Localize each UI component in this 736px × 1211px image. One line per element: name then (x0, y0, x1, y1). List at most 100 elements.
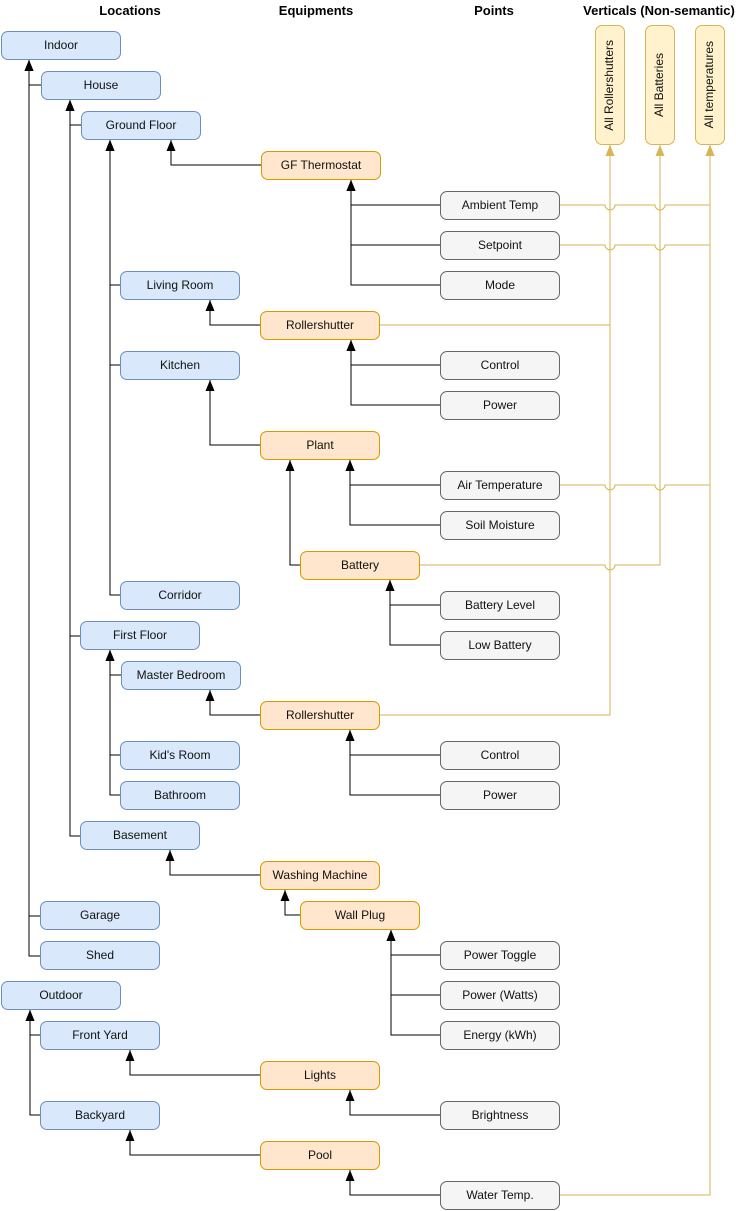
column-header-locations: Locations (99, 3, 161, 18)
column-header-equipments: Equipments (278, 3, 354, 18)
node-power-watts: Power (Watts) (440, 981, 560, 1010)
node-label: Kid's Room (149, 747, 211, 762)
edge-brightness--lights (345, 1090, 440, 1116)
node-label: All Rollershutters (602, 39, 617, 131)
node-label: House (83, 77, 119, 92)
node-label: Master Bedroom (136, 667, 226, 682)
edge-battery--all-batteries (420, 145, 665, 571)
edge-wall-plug--washing-machine (280, 890, 300, 916)
node-label: Plant (306, 437, 334, 452)
node-wall-plug: Wall Plug (300, 901, 420, 930)
arrowhead (705, 145, 715, 156)
node-kitchen: Kitchen (120, 351, 240, 380)
column-header-verticals: Verticals (Non-semantic) (583, 3, 735, 18)
arrowhead (385, 580, 395, 591)
node-backyard: Backyard (40, 1101, 160, 1130)
node-label: Power (482, 787, 517, 802)
arrowhead (24, 60, 34, 71)
node-battery: Battery (300, 551, 420, 580)
node-label: Water Temp. (466, 1187, 534, 1202)
arrowhead (205, 380, 215, 391)
edge-rollershutter-ff--all-rollershutters (380, 145, 615, 716)
arrowhead (605, 145, 615, 156)
node-bathroom: Bathroom (120, 781, 240, 810)
edge-low-battery--battery (385, 580, 440, 646)
node-rollershutter-ff: Rollershutter (260, 701, 380, 730)
node-all-rollershutters: All Rollershutters (595, 25, 625, 145)
column-header-points: Points (474, 3, 514, 18)
node-living-room: Living Room (120, 271, 240, 300)
node-label: Power (Watts) (462, 987, 538, 1002)
node-label: Wall Plug (334, 907, 386, 922)
node-first-floor: First Floor (80, 621, 200, 650)
node-label: GF Thermostat (280, 157, 362, 172)
arrowhead (280, 890, 290, 901)
edge-pool--backyard (125, 1130, 260, 1156)
node-pool: Pool (260, 1141, 380, 1170)
arrowhead (655, 145, 665, 156)
edge-living-room--ground-floor (105, 140, 120, 286)
edge-water-temp--pool (345, 1170, 440, 1196)
arrowhead (125, 1050, 135, 1061)
node-label: Ground Floor (105, 117, 177, 132)
node-label: Control (480, 357, 520, 372)
node-label: Washing Machine (272, 867, 368, 882)
node-label: Air Temperature (457, 477, 543, 492)
node-kids-room: Kid's Room (120, 741, 240, 770)
node-label: Outdoor (39, 987, 83, 1002)
node-outdoor: Outdoor (1, 981, 121, 1010)
node-gf-thermostat: GF Thermostat (261, 151, 381, 180)
node-label: Soil Moisture (465, 517, 535, 532)
node-label: Brightness (471, 1107, 529, 1122)
edge-control-gf--rollershutter-gf (346, 340, 440, 366)
node-label: All temperatures (702, 41, 717, 129)
arrowhead (65, 100, 75, 111)
node-master-bedroom: Master Bedroom (121, 661, 241, 690)
node-power-toggle: Power Toggle (440, 941, 560, 970)
edge-power-toggle--wall-plug (386, 930, 440, 956)
node-label: Rollershutter (285, 707, 355, 722)
node-energy-kwh: Energy (kWh) (440, 1021, 560, 1050)
edge-energy-kwh--wall-plug (386, 930, 440, 1036)
edge-gf-thermostat--ground-floor (166, 140, 261, 166)
node-label: Setpoint (477, 237, 523, 252)
edge-bathroom--first-floor (105, 650, 120, 796)
node-label: Backyard (74, 1107, 126, 1122)
edge-soil-moisture--plant (345, 460, 440, 526)
node-label: Pool (307, 1147, 333, 1162)
node-label: All Batteries (652, 52, 667, 118)
edge-power-gf--rollershutter-gf (346, 340, 440, 406)
node-label: Low Battery (468, 637, 532, 652)
arrowhead (386, 930, 396, 941)
edge-setpoint--all-temperatures (560, 145, 715, 251)
node-front-yard: Front Yard (40, 1021, 160, 1050)
node-label: Kitchen (159, 357, 201, 372)
node-washing-machine: Washing Machine (260, 861, 380, 890)
node-rollershutter-gf: Rollershutter (260, 311, 380, 340)
node-all-temperatures: All temperatures (695, 25, 725, 145)
edge-battery-level--battery (385, 580, 440, 606)
edge-setpoint--gf-thermostat (346, 180, 440, 246)
arrowhead (345, 1170, 355, 1181)
node-corridor: Corridor (120, 581, 240, 610)
node-label: Indoor (43, 37, 79, 52)
node-label: Rollershutter (285, 317, 355, 332)
edge-air-temperature--plant (345, 460, 440, 486)
node-label: Basement (112, 827, 168, 842)
edge-plant--kitchen (205, 380, 260, 446)
node-ground-floor: Ground Floor (81, 111, 201, 140)
node-battery-level: Battery Level (440, 591, 560, 620)
node-control-ff: Control (440, 741, 560, 770)
arrowhead (285, 460, 295, 471)
edge-washing-machine--basement (165, 850, 260, 876)
node-label: Power (482, 397, 517, 412)
arrowhead (205, 690, 215, 701)
edge-lights--front-yard (125, 1050, 260, 1076)
node-mode: Mode (440, 271, 560, 300)
node-ambient-temp: Ambient Temp (440, 191, 560, 220)
node-shed: Shed (40, 941, 160, 970)
edge-kids-room--first-floor (105, 650, 120, 756)
edge-backyard--outdoor (25, 1010, 40, 1116)
arrowhead (346, 180, 356, 191)
